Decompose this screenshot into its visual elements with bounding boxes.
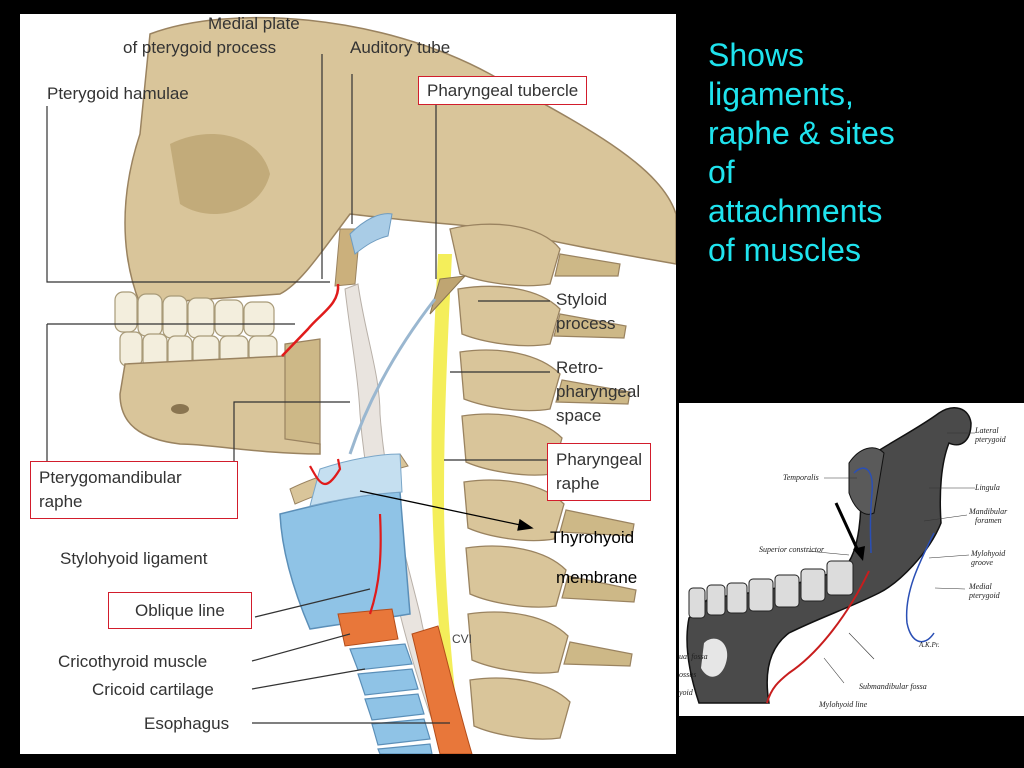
inset-mylohyoid-line: Mylohyoid line <box>819 700 868 709</box>
pterygomandibular-raphe-label: Pterygomandibular raphe <box>30 461 238 519</box>
pharynx-lateral-figure: Medial plate of pterygoid process Audito… <box>20 14 676 754</box>
ptm-raphe-line1: Pterygomandibular <box>39 468 182 487</box>
retropharyngeal-label-line1: Retro- <box>556 358 604 377</box>
mylohyoid-red-line <box>766 570 870 704</box>
pharyngeal-raphe-line1: Pharyngeal <box>556 450 643 469</box>
inset-arrow-head <box>853 546 865 561</box>
esophagus-label: Esophagus <box>144 714 230 733</box>
inset-lateral-line1: Lateral <box>975 426 999 435</box>
pharyngeal-tubercle-label: Pharyngeal tubercle <box>418 76 588 105</box>
inset-leaders <box>806 432 975 684</box>
styloid-process <box>429 275 467 315</box>
thyrohyoid-arrow <box>359 490 534 531</box>
cricothyroid-muscle-shape <box>337 608 399 647</box>
medial-plate-label-line2: of pterygoid process <box>123 38 277 57</box>
cvi-label: CVI <box>452 632 473 646</box>
auditory-tube-label: Auditory tube <box>350 38 451 57</box>
inset-yoid: yoid <box>679 688 693 697</box>
inset-ossus: ossus <box>679 670 697 679</box>
trachea-rings <box>349 643 433 754</box>
headline-line-4: of <box>708 154 735 190</box>
inset-mandibular-line2: foramen <box>975 516 1002 525</box>
inset-fossa-left: ual fossa <box>679 652 708 661</box>
headline-line-1: Shows <box>708 37 805 73</box>
mandible-medial-shape <box>686 407 972 704</box>
inset-submandibular: Submandibular fossa <box>859 682 927 691</box>
cricoid-cartilage-label: Cricoid cartilage <box>92 680 214 699</box>
bone-speckle <box>701 638 728 677</box>
oblique-line-label: Oblique line <box>108 592 252 629</box>
inset-lingula: Lingula <box>975 483 1000 492</box>
lower-teeth <box>119 331 278 369</box>
inset-medial-line1: Medial <box>969 582 992 591</box>
inset-blue-line-lower <box>905 532 935 643</box>
thyrohyoid-label-line1: Thyrohyoid <box>550 528 635 547</box>
inset-teeth <box>688 560 854 619</box>
headline-line-6: of muscles <box>708 232 861 268</box>
stylohyoid-ligament-label: Stylohyoid ligament <box>60 549 208 568</box>
retropharyngeal-label-line2: pharyngeal <box>556 382 641 401</box>
inset-blue-line-upper <box>853 467 873 554</box>
ptm-raphe-line2: raphe <box>39 492 83 511</box>
mental-foramen <box>171 404 189 414</box>
mandible-medial-figure: Lateral pterygoid Temporalis Lingula Man… <box>679 403 1024 716</box>
pharyngeal-wall <box>344 283 461 754</box>
thyrohyoid-membrane-shape <box>309 453 403 507</box>
mandible-illustration <box>686 407 975 704</box>
pharyngeal-raphe-label: Pharyngeal raphe <box>547 443 652 501</box>
inset-medial-line2: pterygoid <box>969 591 1000 600</box>
coronoid-process <box>848 447 885 515</box>
thyrohyoid-label-line2: membrane <box>556 568 638 587</box>
inset-mylohyoid-groove-line1: Mylohyoid <box>971 549 1006 558</box>
styloid-label-line1: Styloid <box>556 290 608 309</box>
slide-headline: Shows ligaments, raphe & sites of attach… <box>708 36 1008 270</box>
orbit-shading <box>170 134 270 214</box>
medial-plate-label-line1: Medial plate <box>208 14 300 33</box>
inset-arrow <box>834 502 861 554</box>
pharyngeal-raphe-line2: raphe <box>556 474 600 493</box>
styloid-label-line2: process <box>556 314 616 333</box>
stylohyoid-ligament <box>348 298 437 455</box>
anatomy-illustration <box>46 16 676 754</box>
inset-lateral-line2: pterygoid <box>975 435 1006 444</box>
headline-line-3: raphe & sites <box>708 115 895 151</box>
headline-line-5: attachments <box>708 193 883 229</box>
cricothyroid-muscle-label: Cricothyroid muscle <box>58 652 208 671</box>
upper-teeth <box>114 291 275 339</box>
auditory-tube-shape <box>349 213 393 255</box>
oblique-line-red <box>309 458 382 615</box>
inset-mandibular-line1: Mandibular <box>969 507 1008 516</box>
inset-temporalis: Temporalis <box>783 473 819 482</box>
ramus-bone <box>284 338 321 445</box>
headline-line-2: ligaments, <box>708 76 854 112</box>
leader-lines <box>46 54 550 724</box>
thyroid-cartilage <box>279 491 411 630</box>
retropharyngeal-space <box>431 254 462 754</box>
pterygoid-hamulae-label: Pterygoid hamulae <box>47 84 189 103</box>
inset-mylohyoid-groove-line2: groove <box>971 558 993 567</box>
esophagus-shape <box>411 625 473 754</box>
inset-superior-constrictor: Superior constrictor <box>759 545 825 554</box>
inset-credit: A.K.Pr. <box>919 641 940 649</box>
retropharyngeal-label-line3: space <box>556 406 602 425</box>
pterygomandibular-raphe-line <box>281 283 340 357</box>
